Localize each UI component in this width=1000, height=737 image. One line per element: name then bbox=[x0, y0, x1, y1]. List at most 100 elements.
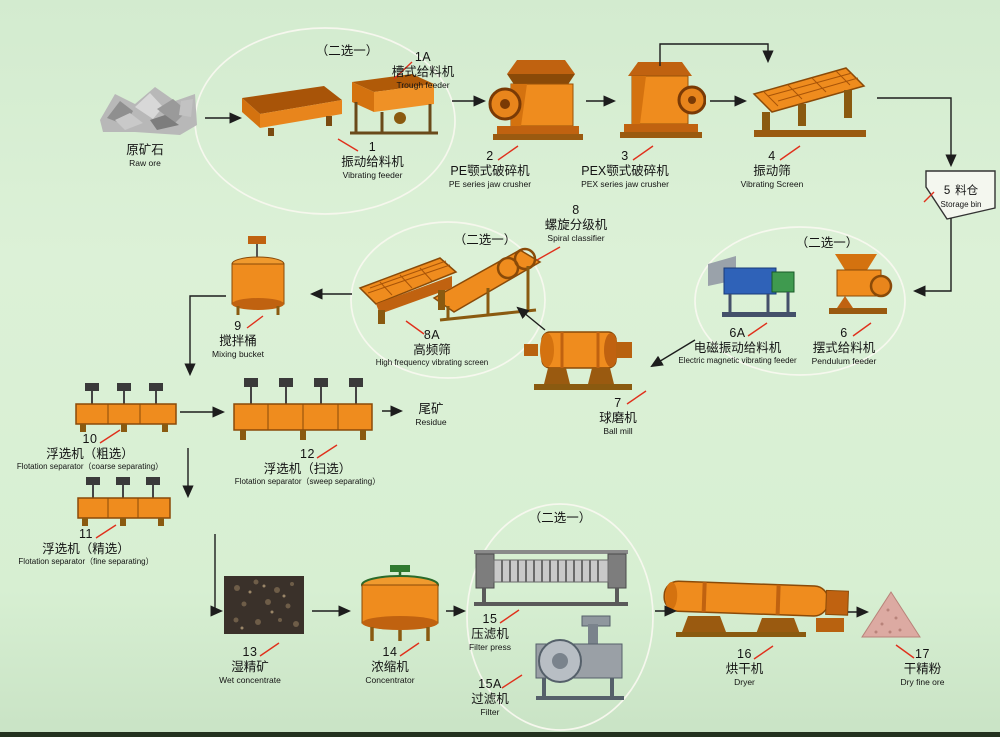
electromagnetic-feeder-icon bbox=[708, 256, 796, 317]
node-name-zh: 湿精矿 bbox=[231, 659, 269, 674]
node-name-zh: 槽式给料机 bbox=[391, 64, 455, 79]
node-number: 9 bbox=[234, 319, 242, 333]
wet-concentrate-machine bbox=[222, 572, 307, 638]
node-name-en: PEX series jaw crusher bbox=[581, 178, 669, 189]
choice-circle-classifier-screen bbox=[350, 221, 546, 379]
concentrator-machine bbox=[356, 563, 444, 643]
node-number: 2 bbox=[486, 149, 494, 163]
pendulum-feeder-machine bbox=[815, 250, 903, 322]
node-name-en: Flotation separator（fine separating） bbox=[18, 556, 154, 566]
flotation-coarse-icon bbox=[75, 383, 177, 432]
label-wet-concentrate: 13 湿精矿 Wet concentrate bbox=[200, 645, 300, 685]
pendulum-feeder-icon bbox=[829, 254, 893, 314]
choose-one-label-filters: （二选一） bbox=[528, 511, 592, 525]
ball-mill-icon bbox=[524, 331, 632, 390]
node-name-zh: 振动筛 bbox=[753, 163, 791, 178]
flotation-fine-icon bbox=[77, 477, 171, 526]
photo-bottom-edge bbox=[0, 732, 1000, 737]
node-name-zh: PE颚式破碎机 bbox=[450, 163, 530, 178]
node-name-zh: 摆式给料机 bbox=[812, 340, 876, 355]
label-vibrating-screen: 4 振动筛 Vibrating Screen bbox=[707, 149, 837, 189]
node-name-en: Residue bbox=[415, 416, 447, 427]
node-name-zh: 料仓 bbox=[955, 185, 979, 197]
label-raw-ore: 原矿石 Raw ore bbox=[95, 143, 195, 168]
node-number: 1 bbox=[368, 140, 377, 154]
node-name-zh: 高频筛 bbox=[413, 342, 451, 357]
node-name-zh: 过滤机 bbox=[471, 691, 509, 706]
flotation-sweep-icon bbox=[233, 378, 373, 440]
choose-one-label-feeders: （二选一） bbox=[315, 44, 379, 58]
choice-circle-filters bbox=[466, 503, 654, 731]
node-number: 7 bbox=[614, 396, 622, 410]
node-name-zh: 浮选机（精选） bbox=[42, 541, 130, 556]
node-number: 4 bbox=[768, 149, 776, 163]
node-name-en: Filter bbox=[480, 706, 500, 717]
filter-icon bbox=[535, 615, 624, 700]
pe-jaw-crusher-machine bbox=[487, 54, 587, 146]
vibrating-screen-machine bbox=[748, 60, 876, 144]
node-number: 5 bbox=[943, 185, 951, 197]
node-number: 14 bbox=[382, 645, 398, 659]
vibrating-screen-icon bbox=[752, 67, 866, 137]
node-name-en: Filter press bbox=[468, 641, 512, 652]
node-name-en: Dry fine ore bbox=[900, 676, 945, 687]
node-name-en: Mixing bucket bbox=[212, 348, 264, 359]
node-name-en: Flotation separator（sweep separating） bbox=[234, 476, 381, 486]
node-name-en: Vibrating feeder bbox=[342, 169, 403, 180]
filter-machine bbox=[530, 614, 628, 702]
node-name-zh: 螺旋分级机 bbox=[544, 217, 608, 232]
label-residue: 尾矿 Residue bbox=[400, 402, 462, 427]
node-number: 1A bbox=[414, 50, 432, 64]
node-name-en: Pendulum feeder bbox=[811, 355, 877, 366]
concentrator-icon bbox=[361, 565, 439, 641]
label-ball-mill: 7 球磨机 Ball mill bbox=[568, 396, 668, 436]
raw-ore-machine bbox=[95, 80, 200, 138]
node-number: 15A bbox=[478, 677, 502, 691]
node-name-zh: 浮选机（粗选） bbox=[46, 446, 134, 461]
flotation-fine-machine bbox=[72, 476, 174, 528]
node-name-en: Trough feeder bbox=[396, 79, 450, 90]
node-name-en: Electric magnetic vibrating feeder bbox=[678, 355, 797, 365]
node-number: 11 bbox=[79, 527, 93, 541]
node-name-en: Flotation separator（coarse separating） bbox=[16, 461, 164, 471]
node-name-en: Dryer bbox=[734, 676, 755, 687]
mixing-bucket-icon bbox=[231, 236, 285, 315]
label-flotation-coarse: 10 浮选机（粗选） Flotation separator（coarse se… bbox=[0, 432, 180, 471]
node-number: 16 bbox=[737, 647, 752, 661]
node-number: 8 bbox=[572, 203, 580, 217]
node-number: 8A bbox=[423, 328, 441, 342]
node-name-zh: 搅拌桶 bbox=[219, 333, 257, 348]
label-vibrating-feeder: 1 振动给料机 Vibrating feeder bbox=[305, 140, 440, 180]
node-name-en: Spiral classifier bbox=[547, 232, 605, 243]
trough-feeder-icon bbox=[350, 74, 438, 135]
label-spiral-classifier: 8 螺旋分级机 Spiral classifier bbox=[512, 203, 640, 243]
label-pendulum-feeder: 6 摆式给料机 Pendulum feeder bbox=[788, 326, 900, 366]
flotation-sweep-machine bbox=[228, 376, 378, 442]
label-high-frequency-screen: 8A 高频筛 High frequency vibrating screen bbox=[357, 328, 507, 367]
node-name-en: High frequency vibrating screen bbox=[375, 357, 489, 367]
filter-press-icon bbox=[474, 550, 628, 606]
label-storage-bin: 5 料仓 Storage bin bbox=[930, 180, 992, 210]
label-flotation-fine: 11 浮选机（精选） Flotation separator（fine sepa… bbox=[0, 527, 172, 566]
choose-one-label-feeders-2: （二选一） bbox=[795, 236, 859, 250]
vibrating-feeder-icon bbox=[242, 86, 342, 136]
node-name-en: Raw ore bbox=[129, 157, 161, 168]
dry-fine-ore-pile bbox=[860, 588, 922, 640]
node-name-en: Storage bin bbox=[940, 200, 982, 209]
node-name-en: PE series jaw crusher bbox=[448, 178, 532, 189]
label-dry-fine-ore: 17 干精粉 Dry fine ore bbox=[880, 647, 965, 687]
label-mixing-bucket: 9 搅拌桶 Mixing bucket bbox=[188, 319, 288, 359]
node-name-en: Concentrator bbox=[365, 674, 415, 685]
trough-feeder-machine bbox=[342, 60, 447, 140]
node-name-zh: 电磁振动给料机 bbox=[693, 340, 782, 355]
label-pe-jaw-crusher: 2 PE颚式破碎机 PE series jaw crusher bbox=[425, 149, 555, 189]
pex-jaw-crusher-icon bbox=[620, 62, 706, 138]
node-name-zh: 球磨机 bbox=[599, 410, 637, 425]
node-name-zh: 干精粉 bbox=[903, 661, 942, 676]
dry-fine-ore-icon bbox=[861, 591, 921, 638]
pex-jaw-crusher-machine bbox=[616, 58, 706, 146]
node-name-en: Ball mill bbox=[603, 425, 633, 436]
node-number: 6A bbox=[729, 326, 746, 340]
choose-one-label-classifier: （二选一） bbox=[453, 233, 517, 247]
